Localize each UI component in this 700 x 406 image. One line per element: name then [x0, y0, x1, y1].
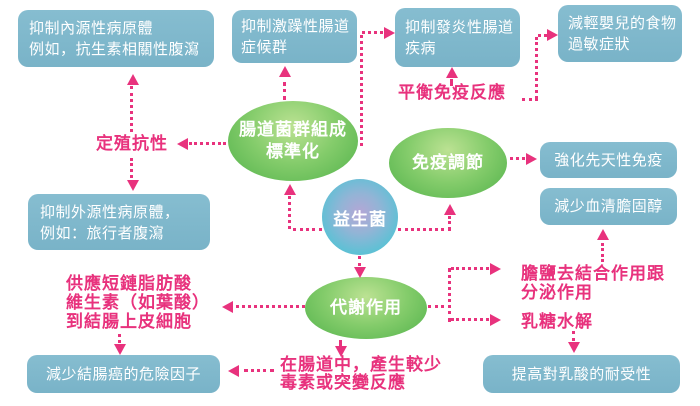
arrow-right-icon	[547, 29, 558, 41]
connector-toxin-to-colon	[244, 369, 274, 372]
connector-colonization-to-endogenous	[130, 86, 133, 132]
label-lactose-hydrolysis: 乳糖水解	[521, 312, 593, 332]
node-reduce-colon-cancer-risk: 減少結腸癌的危險因子	[27, 355, 220, 393]
node-reduce-infant-food-allergy: 減輕嬰兒的食物 過敏症狀	[558, 5, 682, 62]
node-suppress-ibs: 抑制激躁性腸道 症候群	[232, 10, 357, 63]
arrow-down-icon	[354, 267, 366, 278]
connector-flora-to-ibs	[283, 82, 286, 100]
arrow-down-icon	[127, 180, 139, 191]
label-colonization-resistance: 定殖抗性	[96, 134, 168, 154]
arrow-left-icon	[228, 365, 239, 377]
connector-metabolic-to-scfa	[236, 305, 305, 308]
label-fewer-gut-toxins: 在腸道中，產生較少 毒素或突變反應	[280, 355, 442, 393]
arrow-up-icon	[284, 184, 296, 195]
connector-to-lactose	[451, 318, 489, 321]
node-reduce-serum-cholesterol: 減少血清膽固醇	[540, 188, 677, 225]
hub-immune-modulation: 免疫調節	[389, 128, 507, 198]
node-suppress-endogenous-pathogens: 抑制內源性病原體 例如，抗生素相關性腹瀉	[18, 10, 214, 67]
arrow-right-icon	[490, 263, 501, 275]
connector-balance-to-ibd	[450, 79, 453, 85]
connector-probiotics-to-immune-horizontal	[398, 228, 451, 231]
label-short-chain-fatty-acids: 供應短鏈脂肪酸 維生素（如葉酸） 到結腸上皮細胞	[66, 274, 210, 332]
connector-flora-to-colonization	[189, 142, 226, 145]
arrow-up-icon	[444, 204, 456, 215]
connector-balance-to-infant-h1	[522, 98, 538, 101]
arrow-down-icon	[114, 344, 126, 355]
connector-flora-to-ibd-horizontal	[362, 31, 383, 34]
connector-probiotics-to-immune-vertical	[448, 216, 451, 230]
label-bile-salt-deconjugation: 膽鹽去結合作用跟 分泌作用	[521, 264, 665, 303]
connector-balance-to-infant-h2	[538, 34, 547, 37]
hub-gut-flora-normalization: 腸道菌群組成 標準化	[228, 101, 358, 181]
connector-scfa-to-colon	[118, 334, 121, 343]
connector-bile-to-cholesterol	[601, 243, 604, 262]
arrow-left-icon	[177, 138, 188, 150]
arrow-up-icon	[279, 66, 291, 77]
arrow-right-icon	[490, 314, 501, 326]
arrow-right-icon	[526, 153, 537, 165]
node-improve-lactic-acid-tolerance: 提高對乳酸的耐受性	[483, 355, 680, 393]
arrow-down-icon	[335, 346, 347, 357]
connector-to-bile-salt	[451, 267, 489, 270]
connector-flora-to-ibd-vertical	[360, 35, 363, 146]
node-strengthen-innate-immunity: 強化先天性免疫	[540, 142, 677, 178]
arrow-up-icon	[446, 67, 458, 78]
connector-probiotics-to-metabolic	[358, 256, 361, 266]
node-suppress-ibd: 抑制發炎性腸道 疾病	[395, 8, 520, 67]
arrow-up-icon	[127, 74, 139, 85]
connector-probiotics-to-flora-horizontal	[293, 228, 322, 231]
connector-lactose-to-lactic	[572, 331, 575, 341]
arrow-right-icon	[384, 27, 395, 39]
arrow-up-icon	[597, 229, 609, 240]
connector-metabolic-right-stem	[428, 305, 451, 308]
hub-metabolic-action: 代謝作用	[305, 277, 427, 339]
connector-metabolic-to-toxin	[339, 340, 342, 345]
connector-metabolic-right-vertical	[448, 268, 451, 322]
connector-immune-to-innate	[510, 157, 525, 160]
arrow-left-icon	[222, 301, 233, 313]
arrow-down-icon	[568, 342, 580, 353]
center-node-probiotics: 益生菌	[322, 179, 398, 255]
connector-colonization-to-exogenous	[130, 158, 133, 178]
connector-balance-to-infant-vertical	[535, 37, 538, 99]
label-balance-immune-response: 平衡免疫反應	[398, 83, 506, 103]
connector-probiotics-to-flora-vertical	[288, 196, 291, 229]
node-suppress-exogenous-pathogens: 抑制外源性病原體， 例如：旅行者腹瀉	[28, 194, 210, 250]
